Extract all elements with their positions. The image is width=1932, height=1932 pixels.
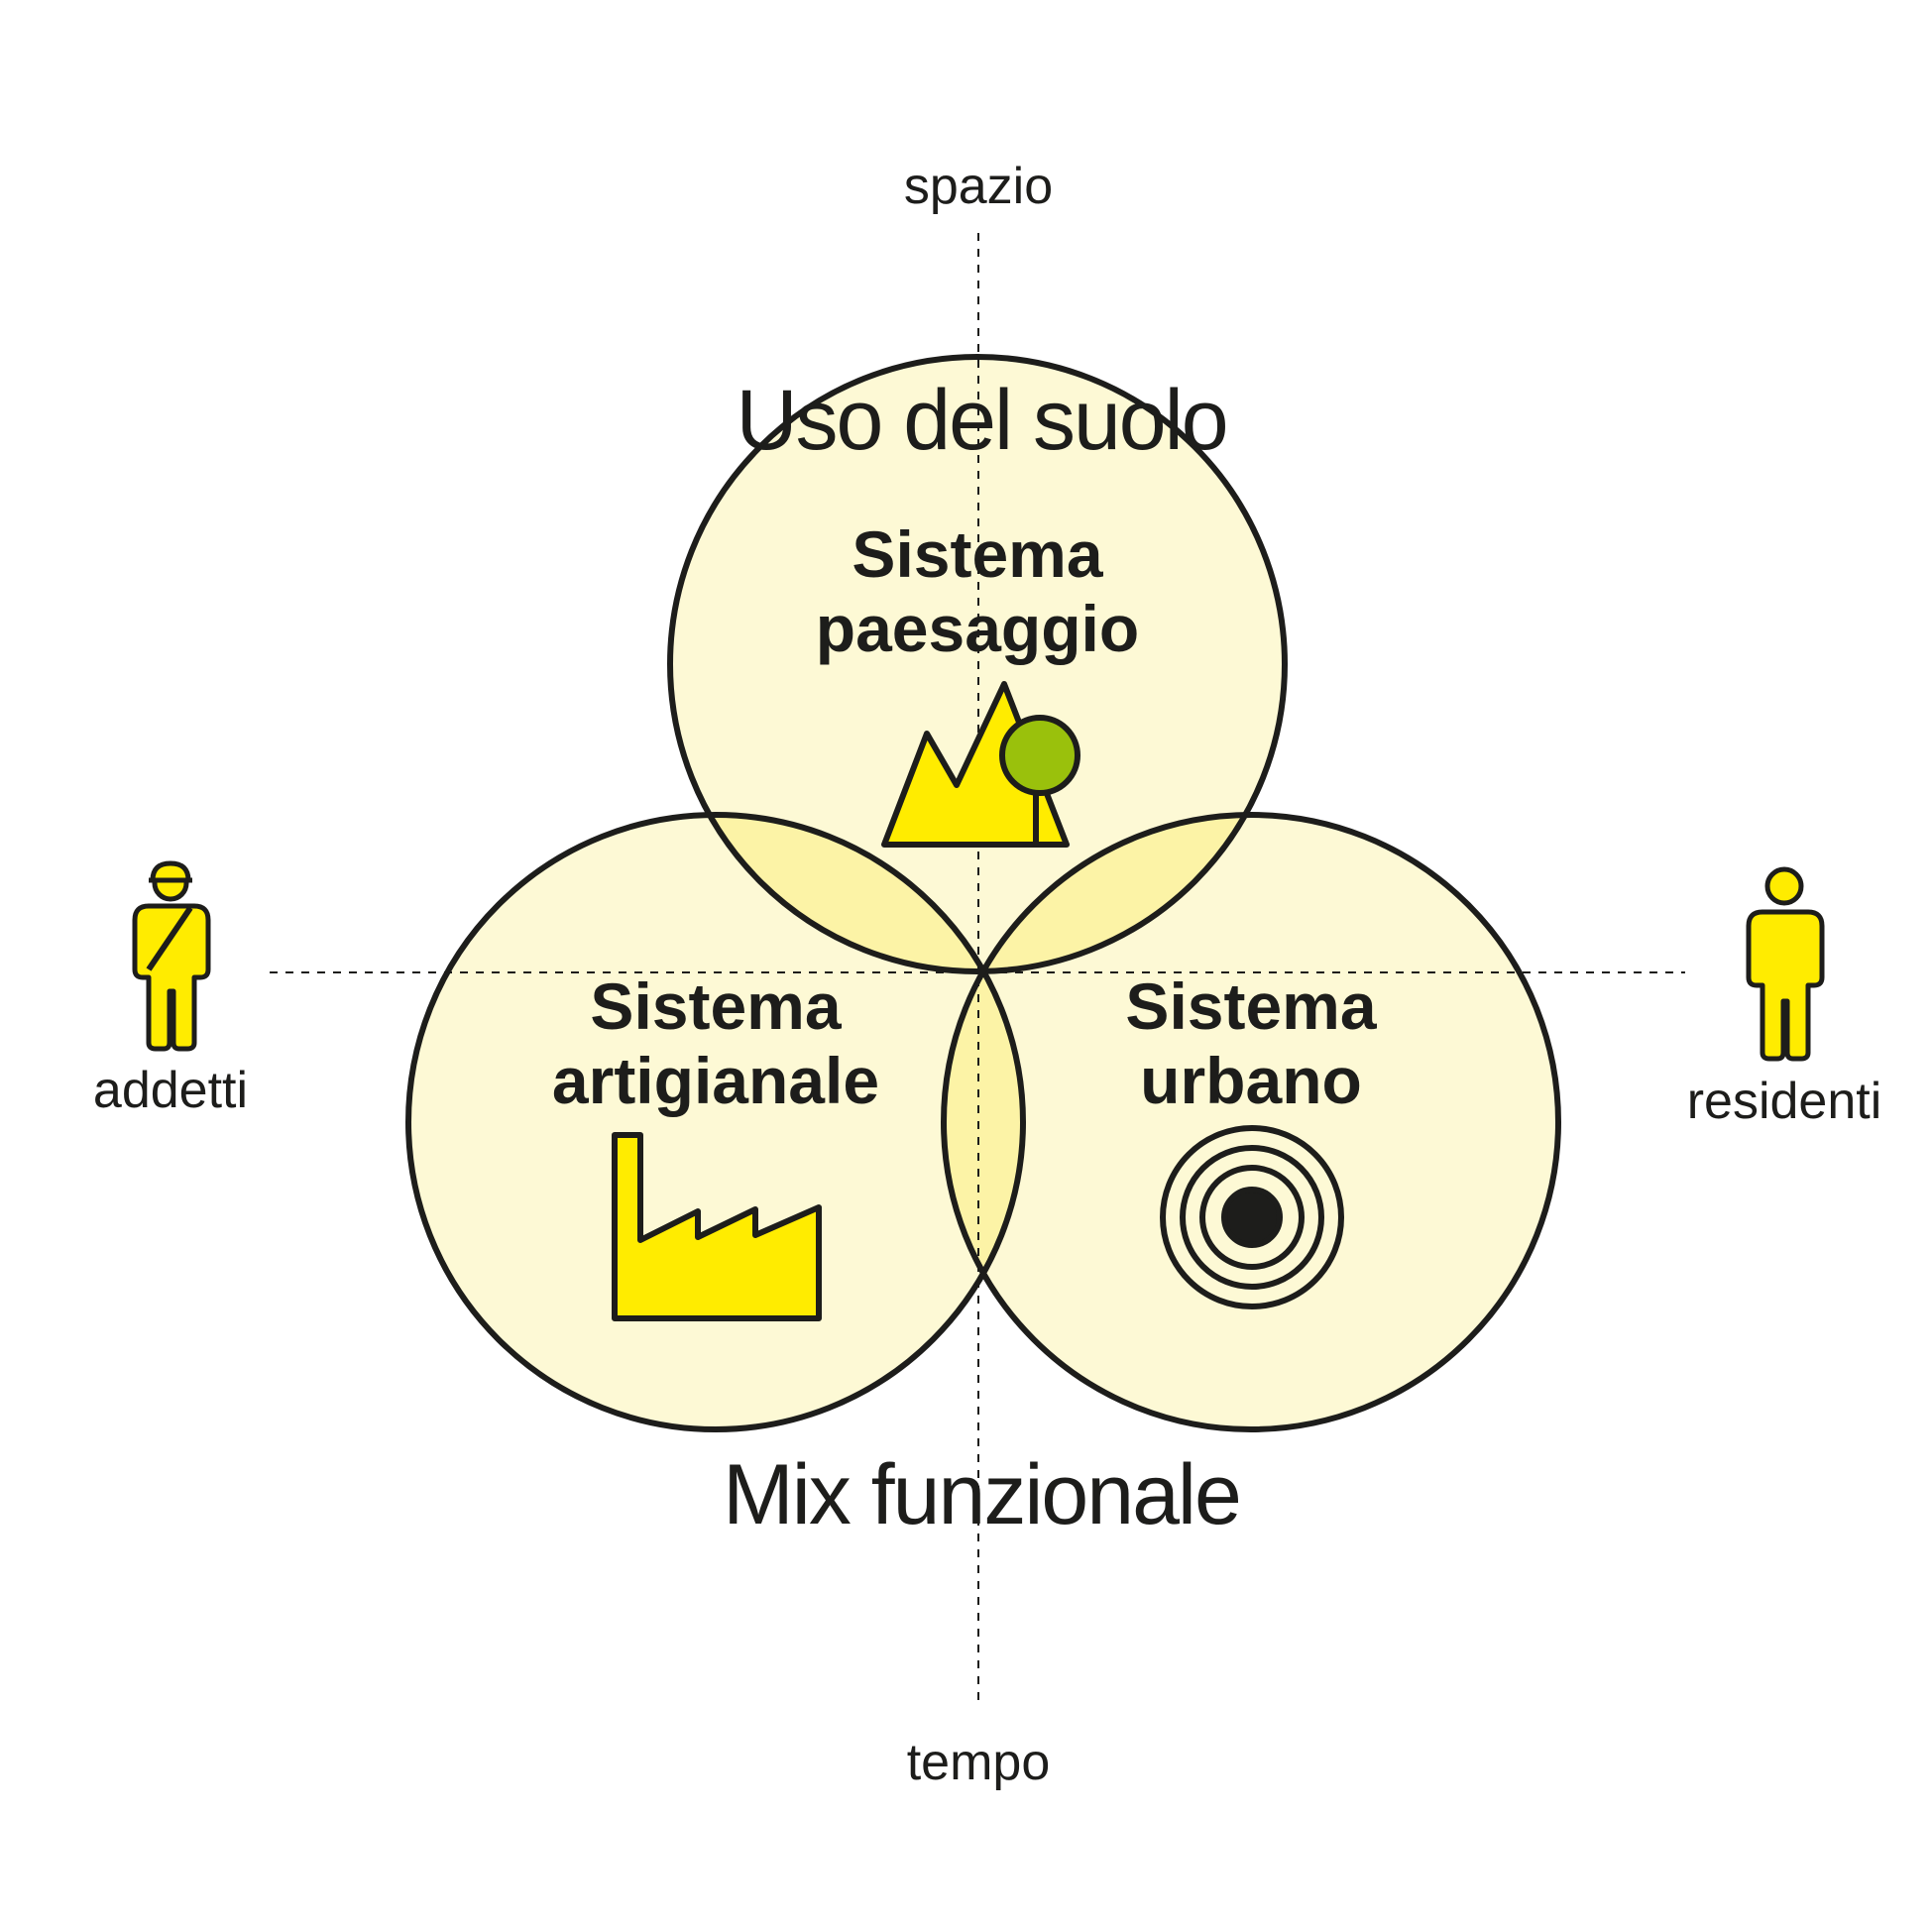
axis-label-bottom: tempo	[907, 1734, 1051, 1791]
system-title-line1: Sistema	[852, 517, 1103, 591]
axis-label-left: addetti	[93, 1062, 248, 1119]
circle-fills	[408, 357, 1558, 1429]
target-center	[1221, 1187, 1283, 1248]
target-ring-inner	[1199, 1165, 1305, 1270]
heading-top: Uso del suolo	[736, 373, 1226, 468]
system-paesaggio-title: Sistema paesaggio	[816, 517, 1139, 665]
circle-urbano	[941, 812, 1561, 1432]
circle-artigianale	[405, 812, 1026, 1432]
worker-icon	[132, 860, 211, 1052]
system-title-line2: artigianale	[552, 1044, 879, 1117]
system-artigianale-title: Sistema artigianale	[552, 969, 879, 1117]
circle-outlines	[405, 354, 1561, 1432]
resident-icon	[1746, 866, 1825, 1062]
circle-urbano-fill	[944, 815, 1558, 1429]
circle-artigianale-fill	[408, 815, 1023, 1429]
resident-body	[1746, 909, 1825, 1062]
system-title-line1: Sistema	[1125, 969, 1377, 1043]
worker-body	[132, 903, 211, 1052]
system-title-line2: paesaggio	[816, 592, 1139, 665]
axis-label-right: residenti	[1687, 1073, 1882, 1130]
target-icon	[1160, 1125, 1344, 1309]
target-ring-outer	[1160, 1125, 1344, 1309]
heading-bottom: Mix funzionale	[723, 1447, 1240, 1542]
resident-head	[1764, 866, 1804, 906]
worker-strap	[146, 906, 193, 971]
circle-paesaggio	[667, 354, 1288, 974]
factory-shape	[612, 1132, 822, 1321]
landscape-icon	[881, 681, 1080, 848]
target-ring-middle	[1180, 1145, 1324, 1290]
system-title-line2: urbano	[1140, 1044, 1362, 1117]
axis-label-top: spazio	[904, 158, 1053, 215]
tree-crown	[999, 715, 1080, 796]
system-urbano-title: Sistema urbano	[1125, 969, 1377, 1117]
worker-helmet	[150, 860, 191, 883]
factory-icon	[612, 1132, 822, 1321]
system-title-line1: Sistema	[590, 969, 842, 1043]
